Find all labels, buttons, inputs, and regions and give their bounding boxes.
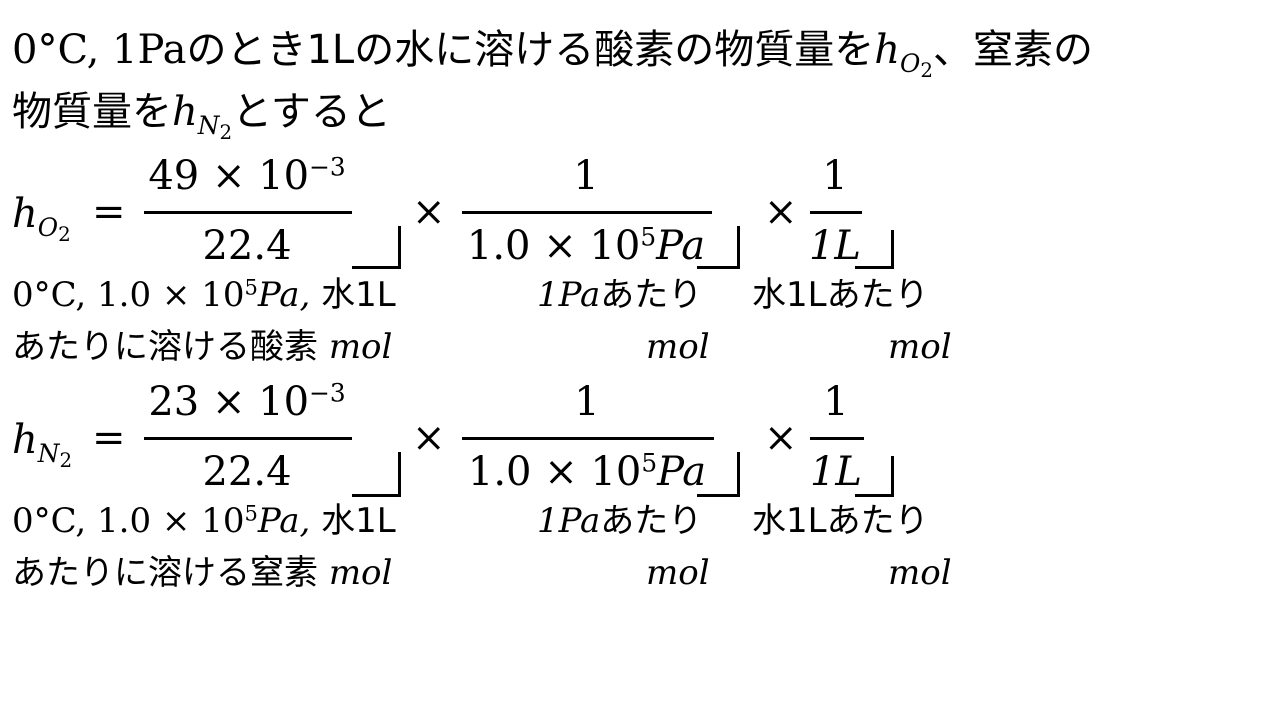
nitrogen-label1-line2: あたりに溶ける窒素 mol xyxy=(12,553,393,593)
intro-line-2: 物質量をhN2とすると xyxy=(12,89,391,144)
oxygen-frac1-denominator: 22.4 xyxy=(202,223,292,269)
intro-tail-2: とすると xyxy=(232,89,391,135)
oxygen-frac3-numerator: 1 xyxy=(822,153,848,199)
oxygen-label1-line2: あたりに溶ける酸素 mol xyxy=(12,327,393,367)
intro-var-n2: hN2 xyxy=(172,89,233,144)
nitrogen-frac2-bar xyxy=(462,437,714,440)
oxygen-frac1-bar xyxy=(144,211,352,214)
oxygen-frac2-bar xyxy=(462,211,712,214)
oxygen-times-2: × xyxy=(764,189,798,235)
nitrogen-times-1: × xyxy=(412,415,446,461)
nitrogen-label3-unit: mol xyxy=(888,553,952,593)
nitrogen-label1-line1: 0°C, 1.0 × 105Pa, 水1L xyxy=(12,500,396,541)
nitrogen-frac1-numerator: 23 × 10−3 xyxy=(148,378,346,425)
intro-condition: 0°C, 1Pa xyxy=(12,27,187,73)
oxygen-label3-bracket xyxy=(855,230,894,269)
oxygen-frac3-denominator: 1L xyxy=(808,223,861,269)
intro-line-1: 0°C, 1Paのとき1Lの水に溶ける酸素の物質量をhO2、窒素の xyxy=(12,27,1093,82)
intro-var-o2: hO2 xyxy=(874,27,933,82)
nitrogen-frac2-numerator: 1 xyxy=(574,379,600,425)
nitrogen-label2-unit: mol xyxy=(646,553,710,593)
intro-text-2: 物質量を xyxy=(12,89,172,135)
intro-text-1: のとき1Lの水に溶ける酸素の物質量を xyxy=(186,27,875,73)
oxygen-label2-line1: 1Paあたり xyxy=(537,275,703,315)
nitrogen-label2-line1: 1Paあたり xyxy=(537,501,703,541)
oxygen-label2-unit: mol xyxy=(646,327,710,367)
nitrogen-frac2-denominator: 1.0 × 105Pa xyxy=(467,448,707,495)
oxygen-times-1: × xyxy=(412,189,446,235)
nitrogen-times-2: × xyxy=(764,415,798,461)
oxygen-label3-line1: 水1Lあたり xyxy=(752,275,929,315)
nitrogen-frac1-denominator: 22.4 xyxy=(202,449,292,495)
nitrogen-label1-bracket xyxy=(352,452,401,497)
oxygen-frac2-denominator: 1.0 × 105Pa xyxy=(466,222,706,269)
nitrogen-equals: = xyxy=(92,415,126,461)
oxygen-label2-bracket xyxy=(697,226,740,269)
oxygen-frac1-numerator: 49 × 10−3 xyxy=(148,152,346,199)
oxygen-frac3-bar xyxy=(810,211,862,214)
nitrogen-label3-line1: 水1Lあたり xyxy=(752,501,929,541)
nitrogen-frac3-numerator: 1 xyxy=(823,379,849,425)
oxygen-lhs: hO2 xyxy=(12,191,71,246)
oxygen-label3-unit: mol xyxy=(888,327,952,367)
oxygen-label1-line1: 0°C, 1.0 × 105Pa, 水1L xyxy=(12,274,396,315)
nitrogen-lhs: hN2 xyxy=(12,417,73,472)
intro-tail-1: 、窒素の xyxy=(932,27,1093,73)
oxygen-frac2-numerator: 1 xyxy=(573,153,599,199)
nitrogen-frac1-bar xyxy=(144,437,352,440)
nitrogen-label3-bracket xyxy=(855,456,894,497)
nitrogen-frac3-bar xyxy=(810,437,864,440)
oxygen-label1-bracket xyxy=(352,226,401,269)
nitrogen-label2-bracket xyxy=(697,452,740,497)
oxygen-equals: = xyxy=(92,189,126,235)
nitrogen-frac3-denominator: 1L xyxy=(809,449,862,495)
